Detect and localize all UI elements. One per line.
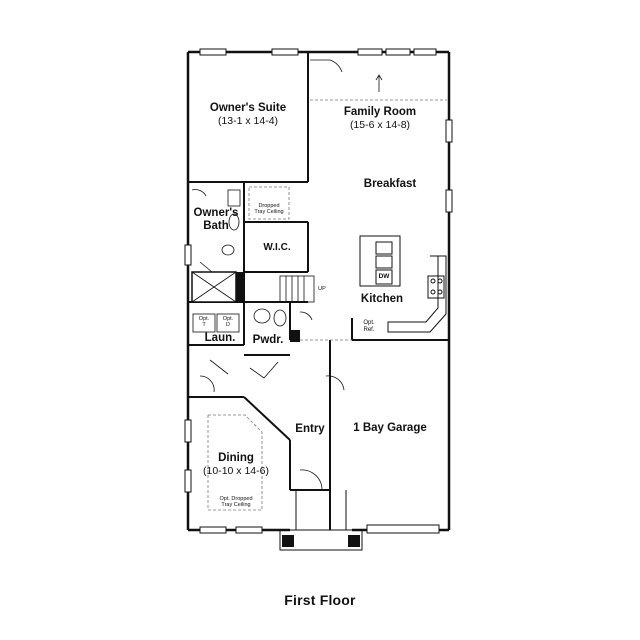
dining-name: Dining <box>218 452 254 464</box>
laundry-label: Laun. <box>204 332 236 344</box>
bath-fixtures <box>192 189 287 333</box>
owners-suite-name: Owner's Suite <box>209 102 287 114</box>
opt-dropped-line1: Opt. Dropped <box>219 496 253 502</box>
dining-dim: (10-10 x 14-6) <box>203 465 269 478</box>
owners-bath-name1: Owner's <box>193 207 239 219</box>
wic-label: W.I.C. <box>263 242 291 253</box>
owners-suite-dim: (13-1 x 14-4) <box>217 115 279 128</box>
arrow <box>375 74 383 92</box>
opt-dropped-note: Opt. Dropped Tray Ceiling <box>208 496 264 508</box>
up-label: UP <box>318 286 326 292</box>
dashed-lines <box>207 99 447 511</box>
family-room-label: Family Room (15-6 x 14-8) <box>330 106 430 131</box>
columns <box>236 272 360 547</box>
windows <box>184 48 453 534</box>
dropped-tray-line2: Tray Ceiling <box>254 209 284 216</box>
opt-ref-line1: Opt. <box>363 320 375 326</box>
owners-bath-name2: Bath <box>203 220 229 233</box>
opt-washer-note: Opt. T <box>194 316 214 328</box>
opt-dryer-line1: Opt. <box>222 316 234 322</box>
dw-label: DW <box>378 273 390 280</box>
stairs <box>279 275 315 303</box>
kitchen-label: Kitchen <box>360 293 404 305</box>
dropped-tray-line1: Dropped <box>258 203 280 209</box>
opt-ref-line2: Ref. <box>363 326 375 333</box>
kitchen-island <box>359 235 401 287</box>
owners-suite-label: Owner's Suite (13-1 x 14-4) <box>196 102 300 127</box>
dining-label: Dining (10-10 x 14-6) <box>196 452 276 477</box>
family-room-dim: (15-6 x 14-8) <box>349 119 411 132</box>
opt-washer-line2: T <box>202 322 206 329</box>
porch <box>279 490 363 551</box>
kitchen-counter <box>387 255 447 333</box>
owners-bath-label: Owner's Bath <box>190 207 242 233</box>
powder-label: Pwdr. <box>252 334 284 346</box>
garage-label: 1 Bay Garage <box>353 422 427 434</box>
floor-title: First Floor <box>284 592 356 608</box>
dropped-tray-note: Dropped Tray Ceiling <box>249 203 289 215</box>
family-room-name: Family Room <box>343 106 417 118</box>
doors <box>191 59 345 491</box>
shower <box>191 271 237 303</box>
opt-washer-line1: Opt. <box>198 316 210 322</box>
opt-dryer-line2: D <box>226 322 230 329</box>
opt-dryer-note: Opt. D <box>218 316 238 328</box>
breakfast-label: Breakfast <box>363 178 417 190</box>
opt-dropped-line2: Tray Ceiling <box>221 502 251 509</box>
opt-ref-note: Opt. Ref. <box>358 320 380 333</box>
entry-label: Entry <box>295 423 325 435</box>
